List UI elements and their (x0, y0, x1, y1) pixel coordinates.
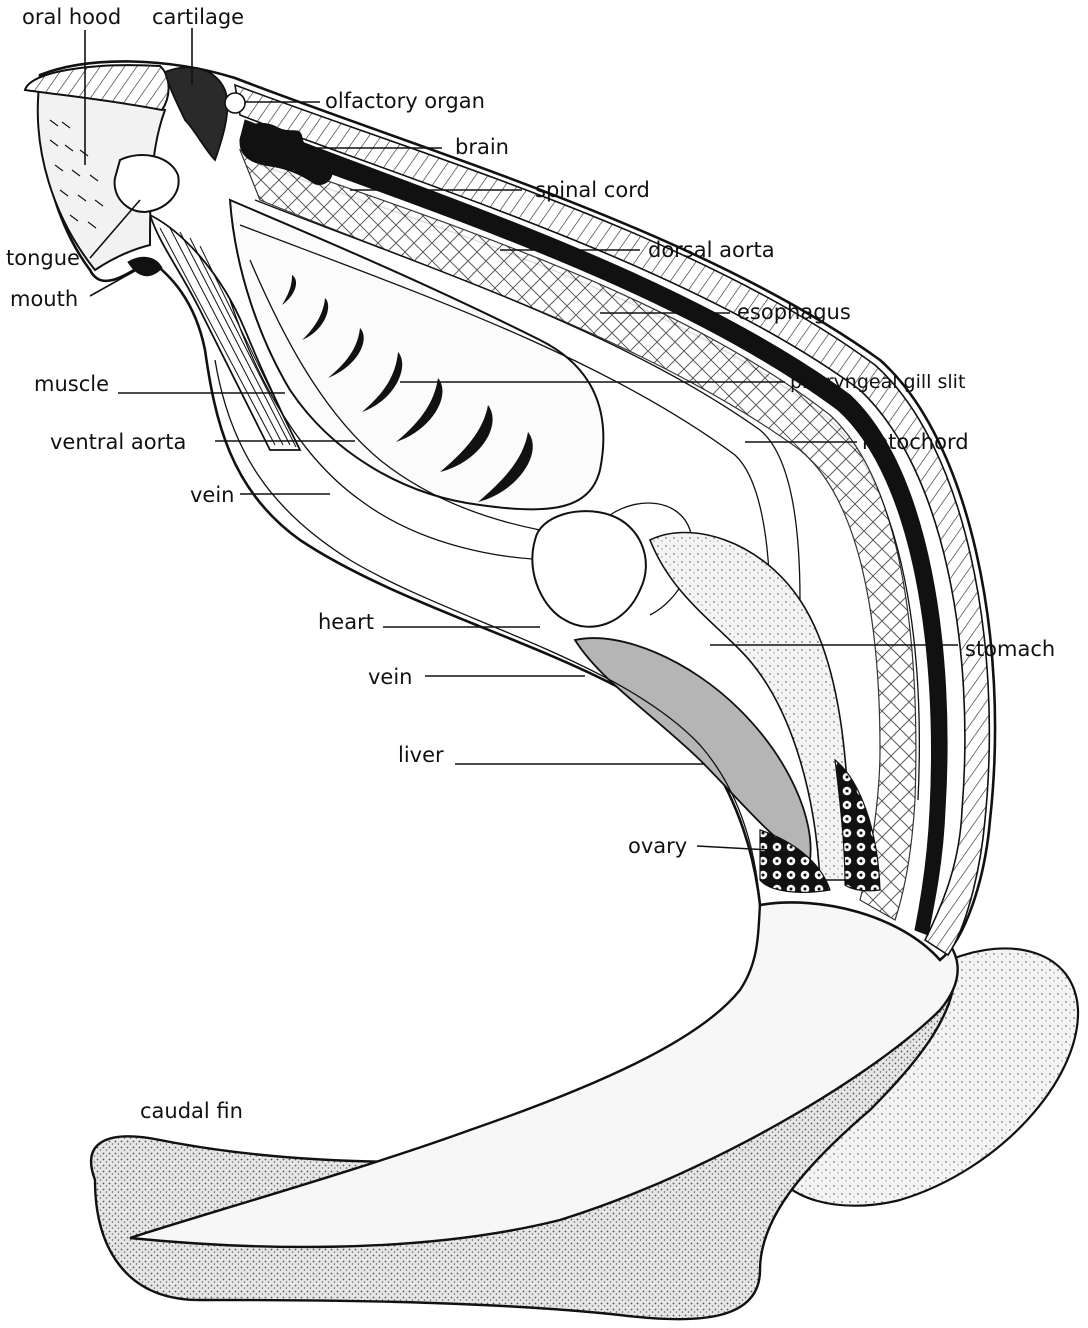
label-spinal-cord: spinal cord (535, 178, 650, 202)
label-oral-hood: oral hood (22, 5, 121, 29)
label-vein-upper: vein (190, 483, 235, 507)
olfactory-organ-circle (225, 93, 245, 113)
label-brain: brain (455, 135, 509, 159)
label-heart: heart (318, 610, 374, 634)
label-notochord: notochord (862, 430, 969, 454)
label-mouth: mouth (10, 287, 78, 311)
label-tongue: tongue (6, 246, 80, 270)
label-stomach: stomach (965, 637, 1055, 661)
label-esophagus: esophagus (737, 300, 851, 324)
label-ventral-aorta: ventral aorta (50, 430, 186, 454)
label-muscle: muscle (34, 372, 109, 396)
label-olfactory-organ: olfactory organ (325, 89, 485, 113)
trunk-group (39, 61, 995, 960)
label-ovary: ovary (628, 834, 687, 858)
label-cartilage: cartilage (152, 5, 244, 29)
label-liver: liver (398, 743, 444, 767)
label-pharyngeal-gill-slit: pharyngeal gill slit (790, 371, 965, 393)
label-vein-lower: vein (368, 665, 413, 689)
label-caudal-fin: caudal fin (140, 1099, 243, 1123)
label-dorsal-aorta: dorsal aorta (648, 238, 775, 262)
